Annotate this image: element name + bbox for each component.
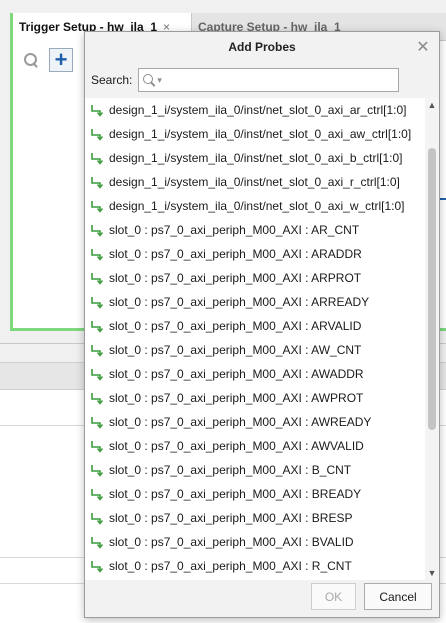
probe-label: slot_0 : ps7_0_axi_periph_M00_AXI : BRES…	[109, 511, 353, 525]
probe-list-item[interactable]: slot_0 : ps7_0_axi_periph_M00_AXI : R_CN…	[85, 554, 423, 578]
probe-label: slot_0 : ps7_0_axi_periph_M00_AXI : AWPR…	[109, 391, 364, 405]
probe-list-item[interactable]: slot_0 : ps7_0_axi_periph_M00_AXI : AWVA…	[85, 434, 423, 458]
probe-signal-icon	[91, 561, 104, 573]
search-options-dropdown-icon[interactable]: ▾	[157, 74, 162, 85]
probe-label: design_1_i/system_ila_0/inst/net_slot_0_…	[109, 103, 407, 117]
probe-signal-icon	[91, 153, 104, 165]
cancel-button[interactable]: Cancel	[364, 583, 432, 610]
probe-signal-icon	[91, 105, 104, 117]
probe-list-item[interactable]: slot_0 : ps7_0_axi_periph_M00_AXI : AWAD…	[85, 362, 423, 386]
trigger-toolbar: +	[13, 45, 133, 75]
probe-label: slot_0 : ps7_0_axi_periph_M00_AXI : AW_C…	[109, 343, 362, 357]
tab-trigger-setup-label: Trigger Setup - hw_ila_1	[19, 20, 158, 34]
probe-label: design_1_i/system_ila_0/inst/net_slot_0_…	[109, 151, 403, 165]
probe-signal-icon	[91, 441, 104, 453]
probe-label: design_1_i/system_ila_0/inst/net_slot_0_…	[109, 199, 405, 213]
dialog-buttons: OK Cancel	[311, 583, 432, 610]
probe-label: slot_0 : ps7_0_axi_periph_M00_AXI : BVAL…	[109, 535, 354, 549]
probe-list-item[interactable]: design_1_i/system_ila_0/inst/net_slot_0_…	[85, 146, 423, 170]
probe-signal-icon	[91, 177, 104, 189]
probe-list-box: design_1_i/system_ila_0/inst/net_slot_0_…	[85, 98, 439, 580]
probe-signal-icon	[91, 321, 104, 333]
search-row: Search: ▾	[91, 68, 400, 92]
probe-signal-icon	[91, 249, 104, 261]
probe-signal-icon	[91, 369, 104, 381]
probe-label: design_1_i/system_ila_0/inst/net_slot_0_…	[109, 127, 412, 141]
search-label: Search:	[91, 73, 133, 87]
add-probes-dialog: Add Probes ✕ Search: ▾ design_1_i/system…	[84, 31, 440, 618]
probe-list-item[interactable]: slot_0 : ps7_0_axi_periph_M00_AXI : ARPR…	[85, 266, 423, 290]
probe-list-item[interactable]: slot_0 : ps7_0_axi_periph_M00_AXI : AW_C…	[85, 338, 423, 362]
search-input[interactable]	[161, 70, 399, 90]
scroll-down-icon[interactable]: ▼	[427, 568, 437, 578]
probe-list-item[interactable]: slot_0 : ps7_0_axi_periph_M00_AXI : ARRE…	[85, 290, 423, 314]
probe-list-item[interactable]: slot_0 : ps7_0_axi_periph_M00_AXI : BREA…	[85, 482, 423, 506]
tab-capture-setup-label: Capture Setup - hw_ila_1	[198, 20, 341, 34]
tab-close-icon[interactable]: ×	[163, 20, 171, 34]
probe-list: design_1_i/system_ila_0/inst/net_slot_0_…	[85, 98, 423, 578]
probe-signal-icon	[91, 225, 104, 237]
probe-signal-icon	[91, 489, 104, 501]
scroll-up-icon[interactable]: ▲	[427, 100, 437, 110]
probe-signal-icon	[91, 417, 104, 429]
probe-signal-icon	[91, 513, 104, 525]
probe-list-item[interactable]: slot_0 : ps7_0_axi_periph_M00_AXI : ARAD…	[85, 242, 423, 266]
probe-list-item[interactable]: slot_0 : ps7_0_axi_periph_M00_AXI : BRES…	[85, 506, 423, 530]
vertical-scrollbar[interactable]: ▲ ▼	[425, 98, 439, 580]
probe-list-item[interactable]: slot_0 : ps7_0_axi_periph_M00_AXI : AR_C…	[85, 218, 423, 242]
add-probe-plus-icon[interactable]: +	[49, 48, 73, 72]
close-icon[interactable]: ✕	[416, 39, 430, 56]
probe-label: slot_0 : ps7_0_axi_periph_M00_AXI : R_CN…	[109, 559, 352, 573]
probe-signal-icon	[91, 273, 104, 285]
probe-signal-icon	[91, 537, 104, 549]
search-icon	[143, 73, 156, 87]
probe-label: slot_0 : ps7_0_axi_periph_M00_AXI : AR_C…	[109, 223, 360, 237]
search-field[interactable]: ▾	[138, 68, 400, 92]
probe-signal-icon	[91, 345, 104, 357]
probe-label: slot_0 : ps7_0_axi_periph_M00_AXI : ARRE…	[109, 295, 370, 309]
probe-list-item[interactable]: slot_0 : ps7_0_axi_periph_M00_AXI : AWPR…	[85, 386, 423, 410]
probe-list-item[interactable]: slot_0 : ps7_0_axi_periph_M00_AXI : ARVA…	[85, 314, 423, 338]
probe-signal-icon	[91, 201, 104, 213]
probe-list-item[interactable]: design_1_i/system_ila_0/inst/net_slot_0_…	[85, 122, 423, 146]
probe-label: slot_0 : ps7_0_axi_periph_M00_AXI : ARPR…	[109, 271, 362, 285]
probe-label: slot_0 : ps7_0_axi_periph_M00_AXI : ARAD…	[109, 247, 362, 261]
tab-capture-setup[interactable]: Capture Setup - hw_ila_1	[191, 13, 351, 41]
probe-label: slot_0 : ps7_0_axi_periph_M00_AXI : AWRE…	[109, 415, 372, 429]
dialog-title: Add Probes	[228, 40, 296, 54]
probe-signal-icon	[91, 393, 104, 405]
probe-signal-icon	[91, 129, 104, 141]
search-icon[interactable]	[23, 52, 39, 68]
ok-button[interactable]: OK	[311, 583, 356, 610]
probe-label: slot_0 : ps7_0_axi_periph_M00_AXI : B_CN…	[109, 463, 352, 477]
probe-list-item[interactable]: design_1_i/system_ila_0/inst/net_slot_0_…	[85, 98, 423, 122]
probe-list-item[interactable]: design_1_i/system_ila_0/inst/net_slot_0_…	[85, 194, 423, 218]
probe-list-item[interactable]: design_1_i/system_ila_0/inst/net_slot_0_…	[85, 170, 423, 194]
scroll-thumb[interactable]	[428, 148, 436, 430]
probe-list-item[interactable]: slot_0 : ps7_0_axi_periph_M00_AXI : AWRE…	[85, 410, 423, 434]
probe-list-item[interactable]: slot_0 : ps7_0_axi_periph_M00_AXI : B_CN…	[85, 458, 423, 482]
probe-signal-icon	[91, 465, 104, 477]
probe-label: design_1_i/system_ila_0/inst/net_slot_0_…	[109, 175, 400, 189]
scroll-indicator-icon	[437, 198, 446, 200]
probe-signal-icon	[91, 297, 104, 309]
probe-label: slot_0 : ps7_0_axi_periph_M00_AXI : BREA…	[109, 487, 362, 501]
probe-label: slot_0 : ps7_0_axi_periph_M00_AXI : AWVA…	[109, 439, 364, 453]
probe-label: slot_0 : ps7_0_axi_periph_M00_AXI : ARVA…	[109, 319, 362, 333]
probe-list-item[interactable]: slot_0 : ps7_0_axi_periph_M00_AXI : BVAL…	[85, 530, 423, 554]
probe-label: slot_0 : ps7_0_axi_periph_M00_AXI : AWAD…	[109, 367, 364, 381]
